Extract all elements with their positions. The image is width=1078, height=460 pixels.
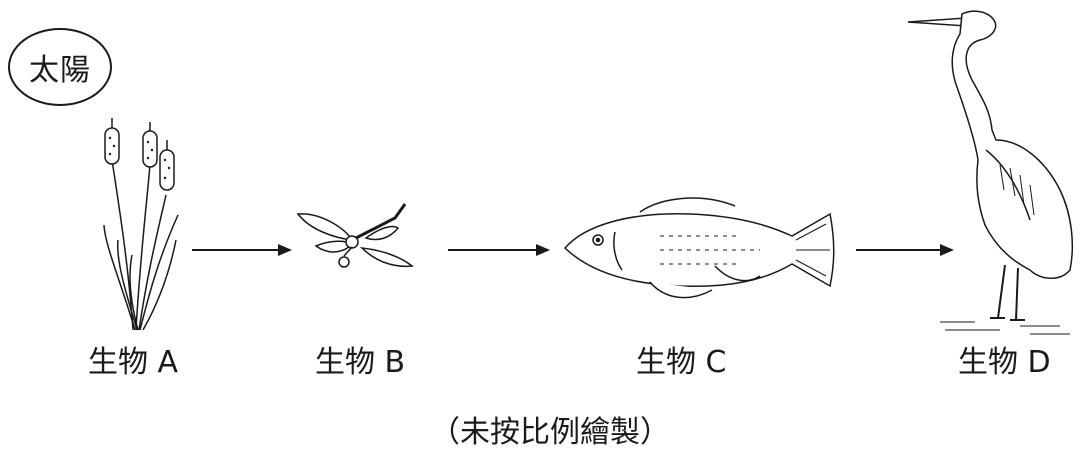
fish-illustration — [563, 197, 835, 299]
organism-d-label: 生物 D — [958, 345, 1051, 380]
sun-label: 太陽 — [29, 53, 91, 88]
cattail-illustration — [103, 118, 179, 331]
not-to-scale-caption: （未按比例繪製） — [430, 415, 670, 450]
heron-illustration — [907, 10, 1074, 335]
organism-a-label: 生物 A — [88, 345, 179, 380]
organism-b-label: 生物 B — [315, 345, 406, 380]
dragonfly-illustration — [296, 203, 414, 268]
sun-node: 太陽 — [8, 28, 112, 106]
organism-c-label: 生物 C — [636, 345, 727, 380]
